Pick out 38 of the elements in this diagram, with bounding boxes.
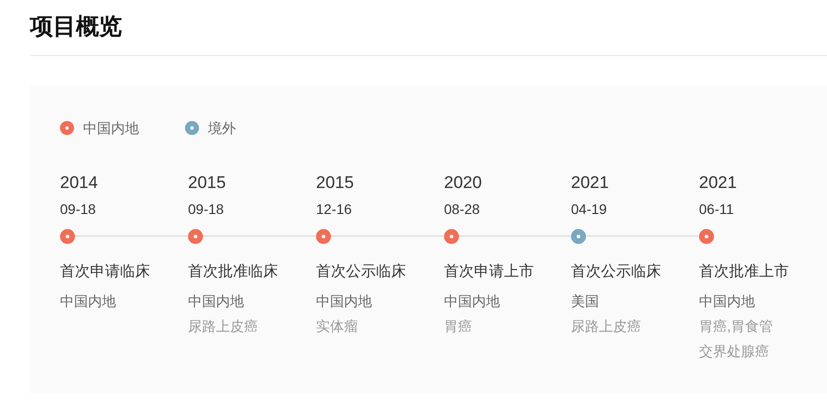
milestone-title: 首次公示临床 — [571, 262, 661, 282]
date-label: 06-11 — [699, 200, 734, 219]
legend-label: 中国内地 — [83, 119, 139, 137]
timeline-dot-icon — [188, 228, 202, 244]
indication-label: 胃癌 — [444, 317, 473, 336]
date-label: 09-18 — [188, 200, 224, 219]
indication-label: 实体瘤 — [316, 317, 359, 336]
region-label: 中国内地 — [188, 292, 244, 311]
timeline-dot-icon — [698, 228, 714, 244]
year-label: 2020 — [444, 172, 482, 194]
milestone-title: 首次批准上市 — [699, 262, 789, 282]
legend-label: 境外 — [208, 119, 236, 137]
indication-label: 胃癌,胃食管交界处腺癌 — [699, 317, 774, 361]
milestone-title: 首次申请临床 — [60, 262, 150, 282]
date-label: 04-19 — [571, 200, 607, 219]
milestone-title: 首次公示临床 — [316, 262, 406, 282]
milestone-title: 首次批准临床 — [188, 262, 278, 282]
indication-label: 尿路上皮癌 — [188, 317, 259, 336]
timeline-dot-icon — [444, 228, 458, 244]
indication-label: 尿路上皮癌 — [571, 317, 642, 336]
year-label: 2021 — [571, 172, 609, 194]
year-label: 2021 — [699, 172, 737, 194]
region-label: 中国内地 — [60, 292, 116, 311]
timeline-dot-icon — [60, 228, 74, 244]
date-label: 09-18 — [60, 200, 96, 219]
milestone-title: 首次申请上市 — [444, 262, 534, 282]
region-label: 中国内地 — [699, 292, 755, 311]
region-label: 美国 — [571, 292, 599, 311]
timeline-dot-icon — [316, 228, 330, 244]
date-label: 08-28 — [444, 200, 480, 219]
region-label: 中国内地 — [316, 292, 372, 311]
page-title: 项目概览 — [30, 12, 122, 41]
year-label: 2015 — [316, 172, 354, 194]
timeline-dot-icon — [570, 228, 586, 244]
year-label: 2015 — [188, 172, 226, 194]
date-label: 12-16 — [316, 200, 352, 219]
year-label: 2014 — [60, 172, 98, 194]
region-label: 中国内地 — [444, 292, 500, 311]
